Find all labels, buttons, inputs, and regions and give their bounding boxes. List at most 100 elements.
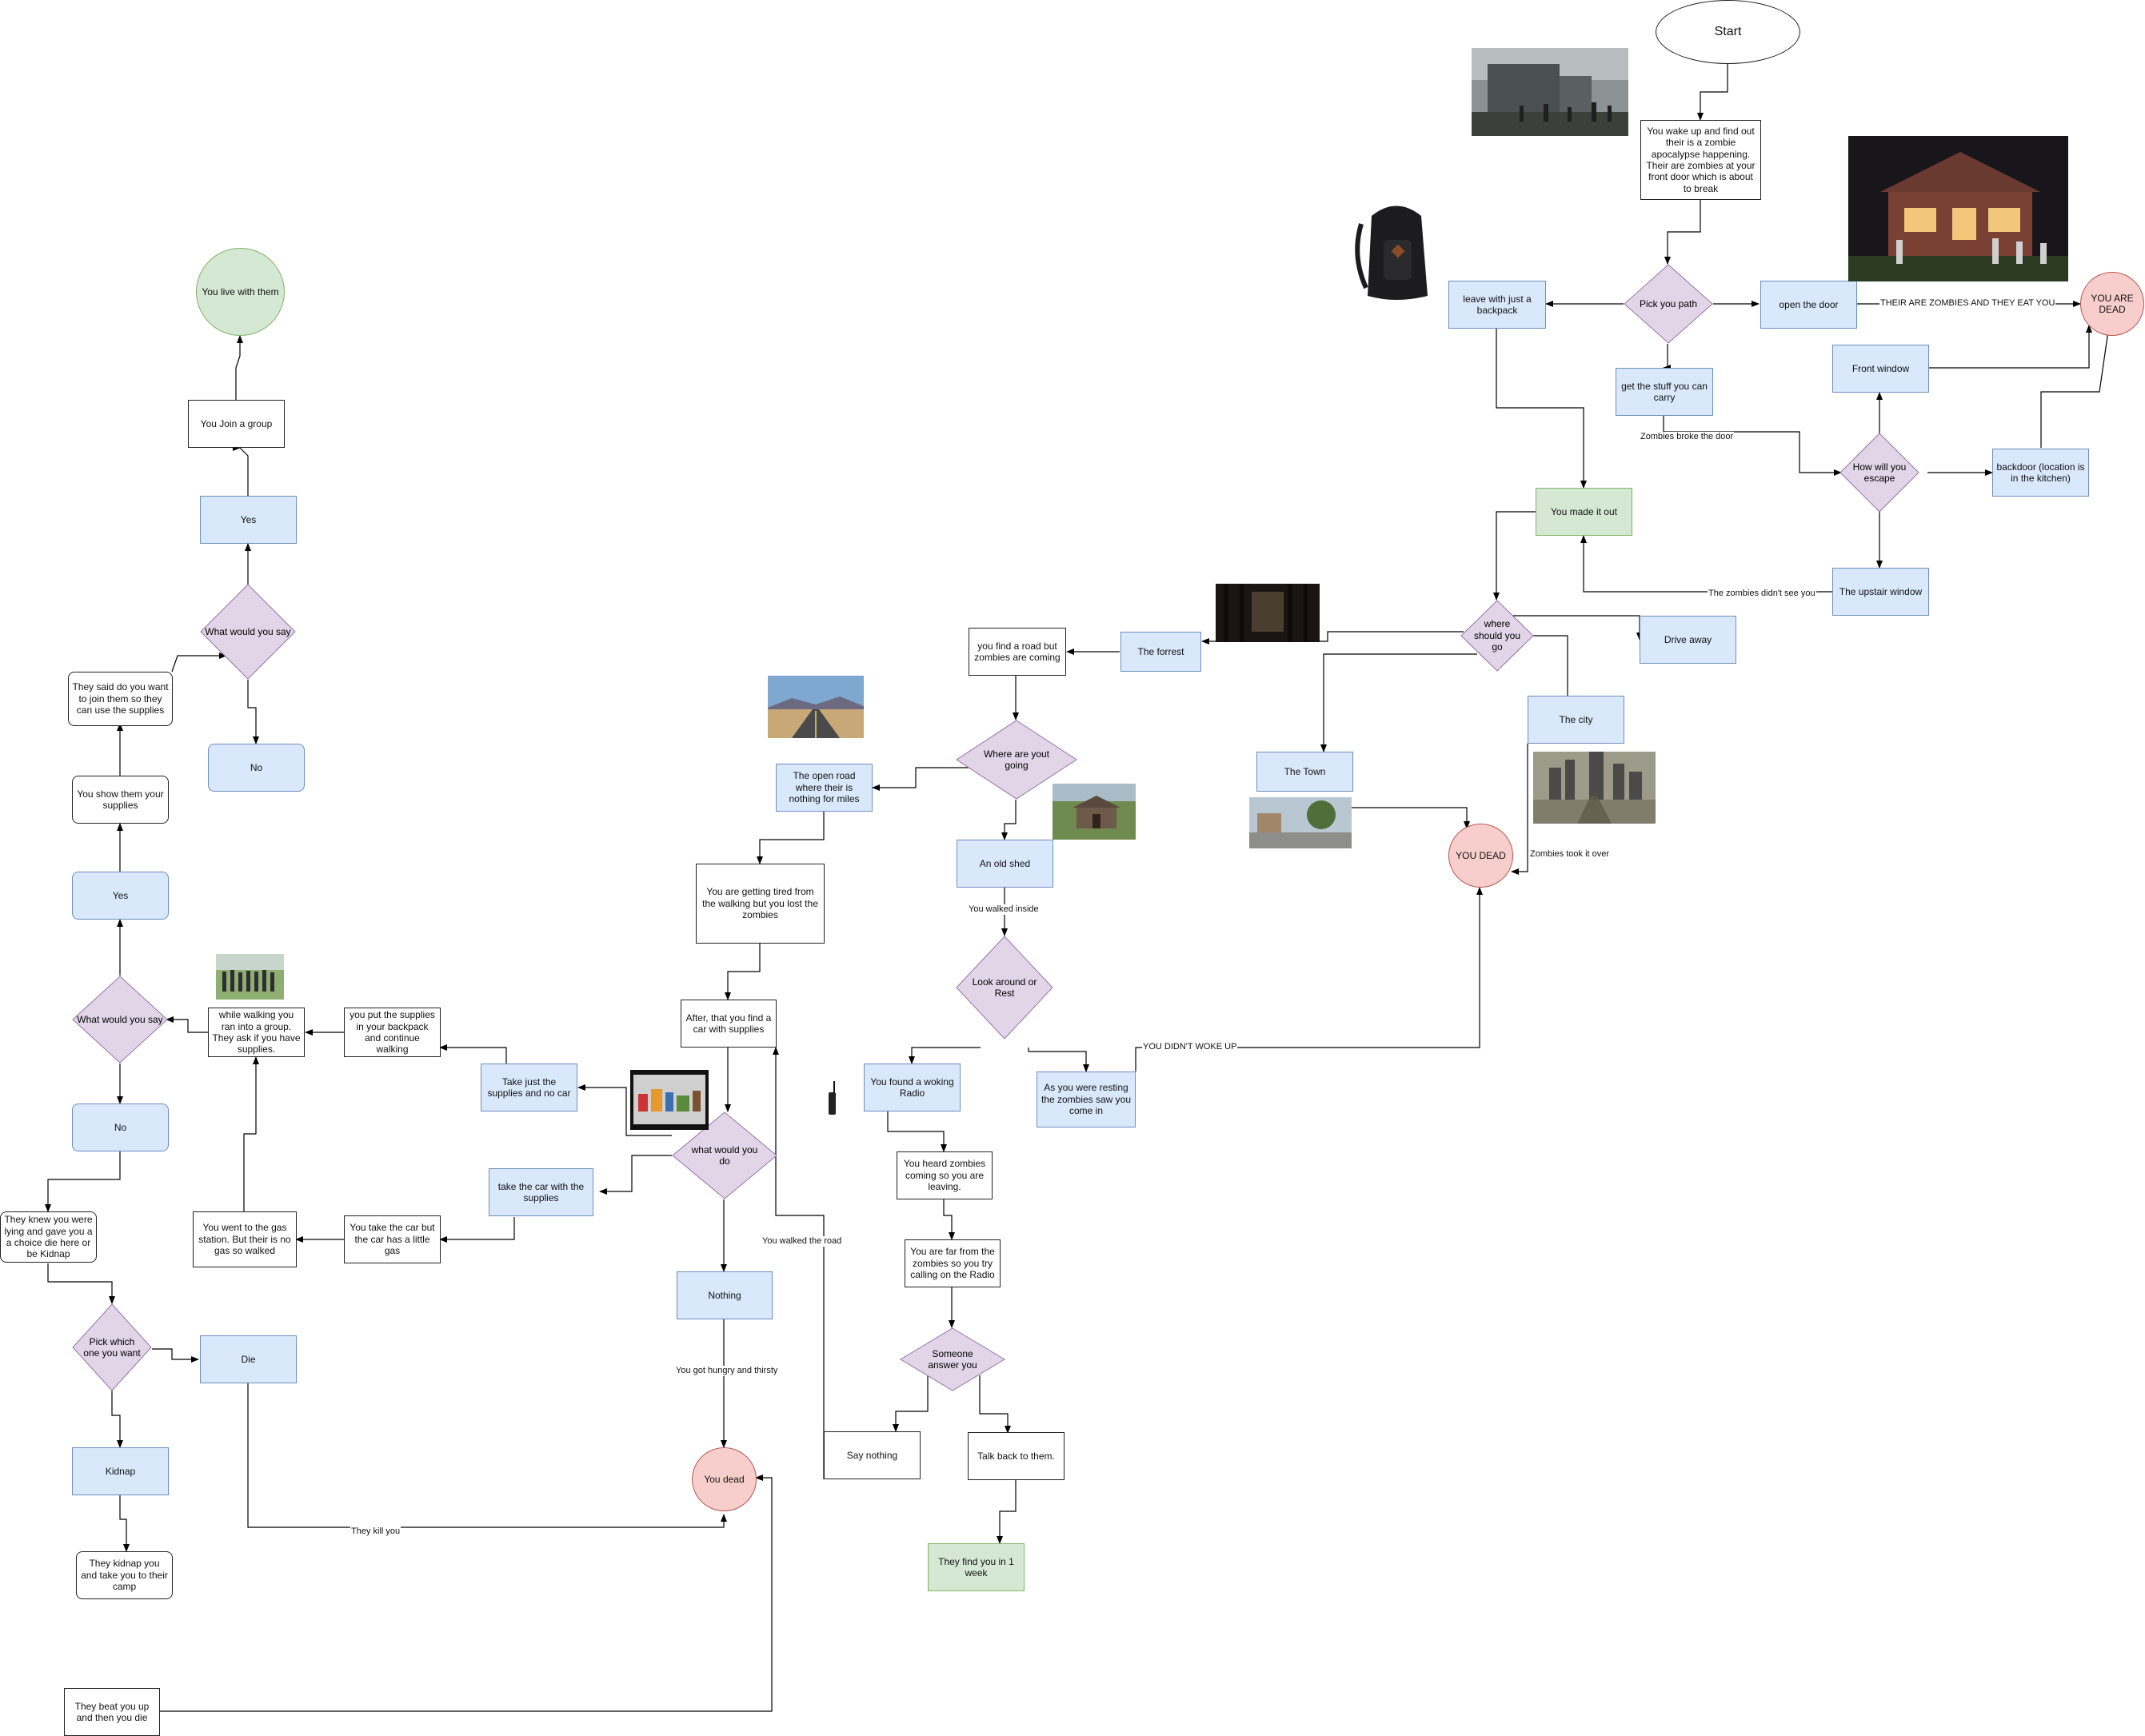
you-are-dead-top[interactable]: YOU ARE DEAD [2080, 272, 2144, 336]
edge-pick-stuff [1663, 344, 1671, 371]
zombie-city-photo [1472, 48, 1628, 136]
said-join-node[interactable]: They said do you want to join them so th… [68, 672, 173, 726]
die-node[interactable]: Die [200, 1335, 297, 1383]
edge-said-whattop [171, 652, 227, 672]
edge-start-wake [1697, 64, 1728, 121]
edge-where-city [1532, 635, 1571, 704]
what-say-top-label: What would you say [205, 625, 291, 637]
edge-where-open [872, 767, 986, 791]
edge-where-town [1320, 653, 1477, 752]
edge-wake-pick [1664, 200, 1701, 265]
what-do-label: what would you do [691, 1143, 758, 1167]
talk-back-node[interactable]: Talk back to them. [968, 1432, 1065, 1480]
ran-group-node[interactable]: while walking you ran into a group. They… [208, 1008, 305, 1057]
live-with-them-node[interactable]: You live with them [196, 248, 285, 336]
find-week-node[interactable]: They find you in 1 week [928, 1543, 1025, 1591]
what-say-top-decision[interactable]: What would you say [200, 584, 296, 680]
made-it-out-node[interactable]: You made it out [1536, 488, 1632, 536]
edge-town-dead [1352, 807, 1470, 829]
group-people-photo [216, 954, 284, 1000]
edge-ran-what [166, 1016, 208, 1033]
beat-up-node[interactable]: They beat you up and then you die [64, 1688, 160, 1736]
tired-node[interactable]: You are getting tired from the walking b… [696, 864, 825, 944]
open-road-node[interactable]: The open road where their is nothing for… [776, 764, 873, 812]
edge-back-dead [2040, 325, 2111, 448]
edge-join-live [235, 335, 243, 400]
look-rest-decision[interactable]: Look around or Rest [956, 936, 1053, 1040]
where-go-label: where should you go [1473, 618, 1521, 653]
edge-what-car [599, 1155, 672, 1195]
edge-knew-pick [47, 1263, 115, 1304]
knew-lying-node[interactable]: They knew you were lying and gave you a … [0, 1211, 97, 1263]
zombie-house-photo [1848, 136, 2068, 281]
edge-label-took-over: Zombies took it over [1529, 849, 1611, 860]
wake-up-node[interactable]: You wake up and find out their is a zomb… [1640, 120, 1761, 200]
ruined-city-photo [1533, 752, 1656, 824]
edge-kidnap-camp [119, 1495, 130, 1552]
what-say-low-decision[interactable]: What would you say [72, 976, 168, 1064]
drive-away-node[interactable]: Drive away [1640, 616, 1736, 664]
backpack-node[interactable]: leave with just a backpack [1448, 281, 1546, 329]
put-supplies-node[interactable]: you put the supplies in your backpack an… [344, 1008, 441, 1057]
edge-car-take [439, 1217, 515, 1243]
someone-answer-decision[interactable]: Someone answer you [900, 1327, 1005, 1391]
show-supplies-node[interactable]: You show them your supplies [72, 776, 169, 824]
say-nothing-node[interactable]: Say nothing [824, 1431, 921, 1479]
gas-station-node[interactable]: You went to the gas station. But their i… [193, 1211, 297, 1267]
kidnap-camp-node[interactable]: They kidnap you and take you to their ca… [76, 1551, 173, 1599]
nothing-node[interactable]: Nothing [677, 1271, 773, 1319]
old-shed-node[interactable]: An old shed [957, 840, 1053, 888]
yes-top-node[interactable]: Yes [200, 496, 297, 544]
edge-label-walked-inside: You walked inside [968, 904, 1040, 916]
front-window-node[interactable]: Front window [1832, 345, 1929, 393]
town-node[interactable]: The Town [1256, 752, 1353, 792]
edge-city-dead [1511, 744, 1528, 875]
supplies-no-car-node[interactable]: Take just the supplies and no car [481, 1064, 577, 1111]
edge-gas-ran [243, 1056, 259, 1211]
walkie-talkie-icon [826, 1081, 837, 1119]
edge-upstair-made [1580, 535, 1832, 593]
edge-made-where [1493, 511, 1536, 601]
far-radio-node[interactable]: You are far from the zombies so you try … [905, 1239, 1001, 1287]
found-radio-node[interactable]: You found a woking Radio [864, 1064, 961, 1111]
you-dead-low[interactable]: You dead [692, 1447, 757, 1511]
edge-someone-say [893, 1375, 929, 1432]
what-do-decision[interactable]: what would you do [672, 1111, 777, 1199]
where-going-decision[interactable]: Where are yout going [956, 720, 1077, 800]
how-escape-decision[interactable]: How will you escape [1839, 433, 1919, 513]
start-node[interactable]: Start [1656, 0, 1800, 64]
no-low-node[interactable]: No [72, 1103, 169, 1151]
take-car-gas-node[interactable]: You take the car but the car has a littl… [344, 1215, 441, 1263]
find-road-node[interactable]: you find a road but zombies are coming [969, 628, 1066, 676]
kidnap-node[interactable]: Kidnap [72, 1447, 169, 1495]
edge-say-car [773, 1047, 825, 1479]
city-node[interactable]: The city [1528, 696, 1624, 744]
open-door-node[interactable]: open the door [1760, 281, 1857, 329]
resting-node[interactable]: As you were resting the zombies saw you … [1037, 1072, 1136, 1127]
upstair-window-node[interactable]: The upstair window [1832, 568, 1929, 616]
you-dead-mid[interactable]: YOU DEAD [1448, 824, 1513, 888]
edge-pick-die [152, 1348, 199, 1363]
how-escape-label: How will you escape [1852, 461, 1907, 484]
join-group-node[interactable]: You Join a group [188, 400, 285, 448]
edge-supplies-put [439, 1044, 507, 1064]
town-street-photo [1249, 797, 1352, 848]
heard-zombies-node[interactable]: You heard zombies coming so you are leav… [897, 1151, 993, 1199]
backdoor-node[interactable]: backdoor (location is in the kitchen) [1992, 449, 2089, 497]
edge-backpack-made [1496, 328, 1587, 489]
edge-heard-far [943, 1199, 955, 1240]
get-stuff-node[interactable]: get the stuff you can carry [1616, 368, 1713, 416]
edge-beat-dead [160, 1475, 773, 1712]
backpack-photo [1352, 192, 1441, 304]
car-supplies-node[interactable]: take the car with the supplies [489, 1168, 593, 1216]
forrest-node[interactable]: The forrest [1120, 632, 1201, 672]
edge-tired-car [725, 944, 761, 1000]
yes-low-node[interactable]: Yes [72, 872, 169, 920]
where-go-decision[interactable]: where should you go [1460, 600, 1534, 672]
pick-path-decision[interactable]: Pick you path [1624, 264, 1713, 344]
edge-label-kill-you: They kill you [350, 1526, 401, 1538]
find-car-node[interactable]: After, that you find a car with supplies [681, 1000, 777, 1048]
pick-which-decision[interactable]: Pick which one you want [72, 1303, 152, 1391]
no-top-node[interactable]: No [208, 744, 305, 792]
